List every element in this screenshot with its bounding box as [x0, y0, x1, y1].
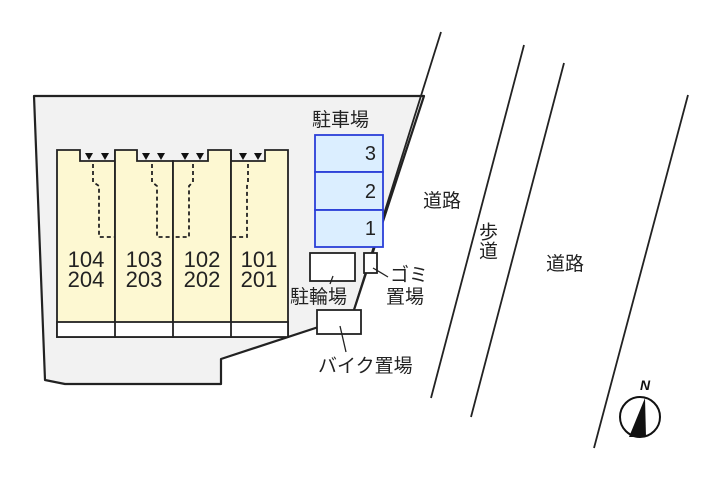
unit-label-104: 104 [67, 247, 105, 272]
road-far-label: 道路 [546, 253, 585, 275]
garbage-leader-line [372, 267, 389, 278]
motorbike-parking-label: バイク置場 [318, 355, 413, 377]
building-103 [114, 149, 174, 338]
garbage-area-box [363, 252, 378, 274]
entrance-arrow-icon [157, 153, 165, 160]
unit-label-103: 103 [125, 247, 163, 272]
building-block [56, 149, 289, 338]
unit-label-102: 102 [183, 247, 221, 272]
building-102 [172, 149, 232, 338]
entrance-arrow-icon [254, 153, 262, 160]
parking-spot-number-3: 3 [364, 143, 376, 165]
entrance-arrow-icon [239, 153, 247, 160]
sidewalk-label: 歩道 [476, 222, 498, 260]
unit-label-101: 101 [240, 247, 278, 272]
entrance-arrow-icon [181, 153, 189, 160]
parking-label: 駐車場 [312, 109, 370, 131]
entrance-arrow-icon [142, 153, 150, 160]
parking-spot-1[interactable] [314, 209, 384, 248]
entrance-markers [85, 153, 262, 160]
north-arrow-icon [629, 398, 646, 437]
garbage-area-label-line1: ゴミ [390, 264, 429, 286]
building-104 [56, 149, 116, 338]
parking-spot-3[interactable] [314, 134, 384, 173]
unit-label-204: 204 [67, 267, 105, 292]
road-near-label: 道路 [423, 190, 462, 212]
parking-area [314, 134, 384, 248]
parking-spot-number-1: 1 [364, 218, 376, 240]
dashed-interior-lines [92, 164, 249, 238]
sidewalk-edge-line-b [470, 62, 565, 418]
entrance-arrow-icon [85, 153, 93, 160]
bicycle-leader-line [329, 275, 334, 285]
parking-spot-number-2: 2 [364, 181, 376, 203]
road-far-edge-line [593, 94, 689, 449]
sidewalk-edge-line-a [430, 44, 525, 399]
building-101 [230, 149, 289, 338]
bicycle-parking-label: 駐輪場 [290, 286, 348, 308]
parking-spot-2[interactable] [314, 171, 384, 211]
motorbike-leader-line [339, 325, 347, 353]
unit-label-202: 202 [183, 267, 221, 292]
entrance-arrow-icon [196, 153, 204, 160]
compass [619, 396, 661, 438]
compass-north-label: N [640, 377, 651, 393]
entrance-arrow-icon [101, 153, 109, 160]
garbage-area-label-line2: 置場 [386, 286, 425, 308]
motorbike-parking-box [316, 309, 362, 335]
unit-label-201: 201 [240, 267, 278, 292]
unit-label-203: 203 [125, 267, 163, 292]
